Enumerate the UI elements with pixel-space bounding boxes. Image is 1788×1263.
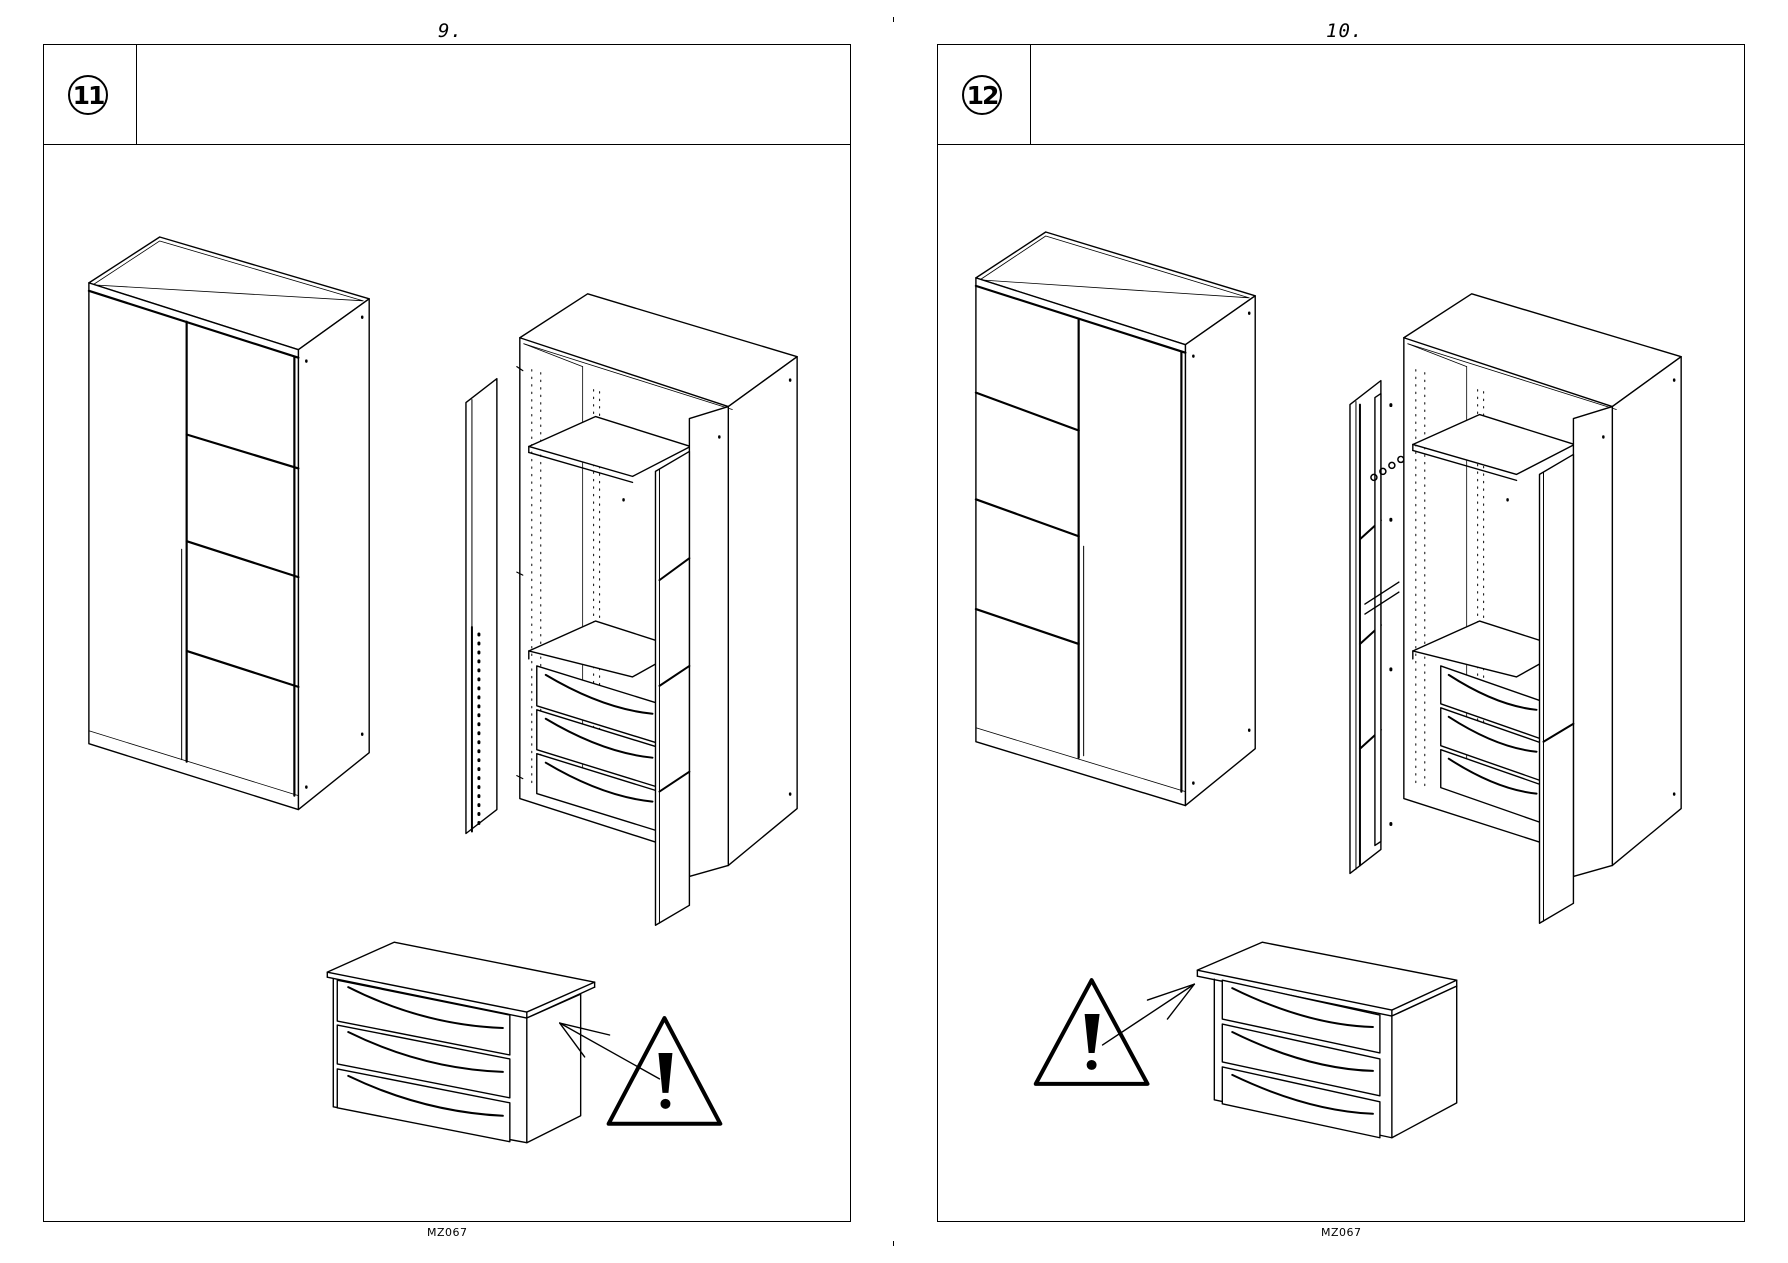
instruction-panel-right: 12: [937, 44, 1745, 1222]
assembly-illustration: [938, 45, 1744, 1221]
center-tick-top: [893, 17, 894, 22]
footer-code-right: MZ067: [1321, 1226, 1362, 1239]
drawers: [537, 666, 660, 832]
assembly-illustration: [44, 45, 850, 1221]
wardrobe-closed-icon: [976, 232, 1255, 806]
wardrobe-open-icon: [1350, 294, 1681, 923]
drawer-unit-icon: [1197, 942, 1456, 1138]
drawers: [1441, 666, 1544, 824]
warning-triangle-icon: [560, 1018, 721, 1124]
wardrobe-open-icon: [466, 294, 797, 925]
footer-code-left: MZ067: [427, 1226, 468, 1239]
instruction-panel-left: 11: [43, 44, 851, 1222]
drawer-unit-icon: [327, 942, 594, 1143]
page-number-right: 10.: [1326, 20, 1363, 42]
wardrobe-closed-icon: [89, 237, 369, 810]
page-number-left: 9.: [438, 20, 463, 42]
center-tick-bottom: [893, 1241, 894, 1246]
warning-triangle-icon: [1036, 980, 1195, 1084]
